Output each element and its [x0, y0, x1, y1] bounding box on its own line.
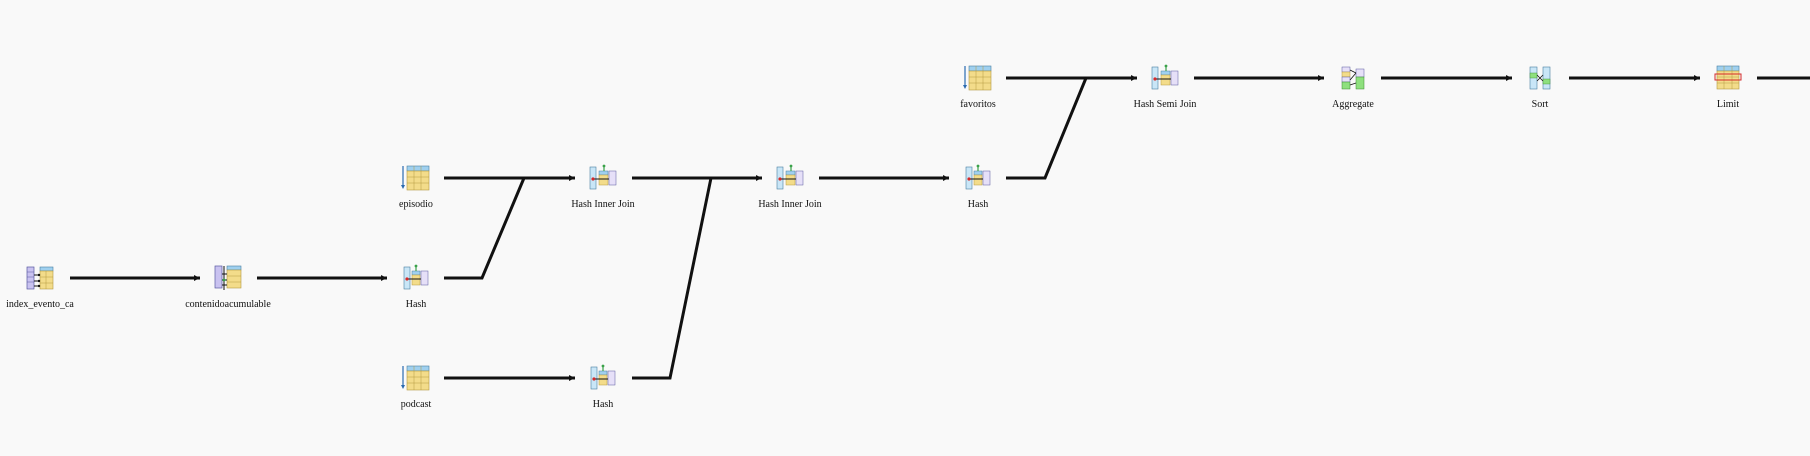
- hash-icon: [965, 164, 991, 190]
- index-scan-icon: [26, 266, 54, 290]
- table-scan-icon: [963, 65, 992, 91]
- node-hash-semi-join[interactable]: Hash Semi Join: [1095, 63, 1235, 111]
- node-label: Aggregate: [1332, 99, 1374, 110]
- edge-hash3-to-semijoin: [1006, 77, 1088, 180]
- node-favoritos[interactable]: favoritos: [908, 63, 1048, 111]
- aggregate-icon: [1341, 66, 1365, 90]
- node-label: Hash: [405, 299, 427, 310]
- node-hash-3[interactable]: Hash: [908, 163, 1048, 211]
- limit-icon: [1714, 65, 1742, 90]
- node-index-evento-ca[interactable]: index_evento_ca: [0, 263, 110, 311]
- node-limit[interactable]: Limit: [1658, 63, 1798, 111]
- node-label: Hash Inner Join: [571, 199, 635, 210]
- node-aggregate[interactable]: Aggregate: [1283, 63, 1423, 111]
- node-sort[interactable]: Sort: [1470, 63, 1610, 111]
- hash-icon: [590, 364, 616, 390]
- node-hash-1[interactable]: Hash: [346, 263, 486, 311]
- edge-hash2-to-hashjoin2: [632, 177, 713, 380]
- table-scan-icon: [401, 165, 430, 191]
- hash-join-icon: [589, 164, 617, 190]
- table-scan-icon: [401, 365, 430, 391]
- hash-join-icon: [1151, 64, 1179, 90]
- node-label: Hash: [967, 199, 989, 210]
- node-label: Hash: [592, 399, 614, 410]
- node-label: Hash Inner Join: [758, 199, 822, 210]
- node-podcast[interactable]: podcast: [346, 363, 486, 411]
- node-hash-inner-join-2[interactable]: Hash Inner Join: [720, 163, 860, 211]
- node-label: Hash Semi Join: [1133, 99, 1197, 110]
- node-label: episodio: [399, 199, 433, 210]
- edge-hash-to-hashjoin1: [444, 177, 526, 280]
- node-label: favoritos: [960, 99, 996, 110]
- sort-icon: [1529, 66, 1551, 90]
- node-contenidoacumulable[interactable]: contenidoacumulable: [158, 263, 298, 311]
- node-label: podcast: [400, 399, 432, 410]
- node-hash-inner-join-1[interactable]: Hash Inner Join: [533, 163, 673, 211]
- index-join-icon: [214, 265, 242, 290]
- node-label: index_evento_ca: [6, 299, 74, 310]
- node-hash-2[interactable]: Hash: [533, 363, 673, 411]
- node-label: Sort: [1531, 99, 1549, 110]
- hash-join-icon: [776, 164, 804, 190]
- node-label: contenidoacumulable: [185, 299, 271, 310]
- edges: [70, 75, 1810, 381]
- node-label: Limit: [1716, 99, 1740, 110]
- node-episodio[interactable]: episodio: [346, 163, 486, 211]
- hash-icon: [403, 264, 429, 290]
